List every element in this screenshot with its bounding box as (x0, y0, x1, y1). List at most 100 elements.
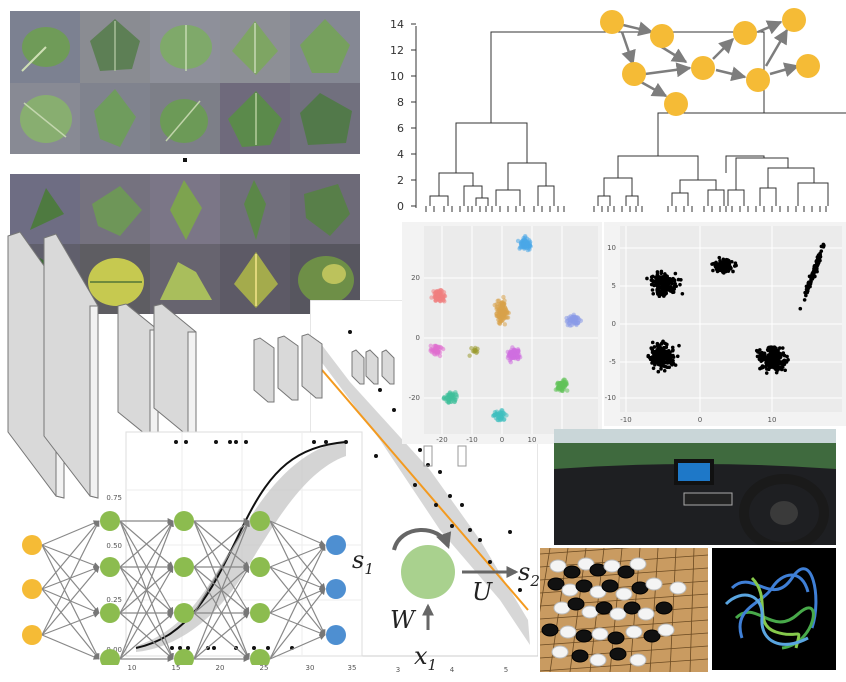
scatter-point (719, 265, 724, 269)
tsne-point (555, 381, 561, 386)
graph-node (622, 62, 646, 86)
white-stone (657, 623, 675, 637)
tsne-point (505, 355, 511, 361)
scatter-point (654, 276, 659, 280)
leaf-image (290, 11, 360, 83)
tsne-point (434, 296, 439, 301)
scatter-point (673, 363, 678, 367)
scatter-point (805, 289, 810, 293)
tsne-point (524, 243, 529, 248)
scatter-point (679, 277, 683, 282)
white-stone (637, 607, 655, 621)
scatter-point (733, 261, 738, 265)
kmeans-scatter-plot: 10 5 0 -5 -10 -10 0 10 (604, 222, 846, 426)
scatter-point (671, 287, 675, 291)
network-edge (119, 520, 174, 660)
scatter-point (812, 269, 816, 273)
x-tick-label: 25 (260, 664, 269, 672)
scatter-point (675, 354, 680, 359)
scatter-point (819, 244, 824, 249)
rnn-hidden-node (401, 545, 455, 599)
white-stone (577, 557, 595, 571)
y-tick-label: -10 (605, 394, 616, 402)
scatter-point (670, 290, 675, 295)
y-tick-label: 14 (390, 18, 404, 31)
dendrogram-branches (429, 31, 846, 206)
y-tick-label: 10 (607, 244, 616, 252)
scatter-point (651, 274, 655, 279)
output-node (326, 579, 346, 599)
scatter-point (669, 357, 673, 361)
y-tick-label: 4 (397, 148, 404, 161)
neural-network-diagram (22, 511, 346, 665)
go-grid-line (540, 658, 708, 672)
scatter-point (731, 269, 735, 274)
tsne-point (565, 388, 570, 393)
scatter-point (660, 285, 665, 290)
black-stone (567, 597, 585, 611)
regression-line (321, 369, 529, 611)
scatter-point (810, 276, 815, 281)
tsne-point (499, 309, 505, 314)
scatter-point (780, 346, 785, 350)
graph-edges (620, 20, 800, 98)
tsne-point (499, 408, 504, 413)
scatter-point (651, 292, 656, 296)
scatter-point (802, 298, 807, 302)
network-edge (41, 566, 100, 636)
scatter-point (781, 351, 786, 355)
go-stones (541, 557, 687, 667)
tsne-point (560, 388, 565, 394)
tsne-point (573, 316, 578, 321)
scatter-point (765, 367, 769, 371)
scatter-point (662, 345, 666, 350)
tsne-points (428, 234, 584, 423)
network-edge (41, 544, 100, 660)
y-tick-label: 5 (612, 282, 616, 290)
y-tick-label: 0 (416, 334, 420, 342)
graph-nodes (600, 8, 820, 116)
scatter-point (665, 281, 670, 286)
scatter-point (658, 362, 662, 367)
black-stone (575, 629, 593, 643)
scatter-point (655, 356, 659, 361)
graph-node (782, 8, 806, 32)
plot-marker-box (423, 445, 433, 467)
scatter-point (655, 272, 660, 277)
network-edge (193, 520, 250, 568)
dendrogram-chart: 0 2 4 6 8 10 12 14 (390, 18, 846, 213)
scatter-point (777, 356, 781, 360)
y-tick-label: 0 (612, 320, 616, 328)
scatter-point (656, 369, 661, 374)
scatter-point (650, 361, 654, 365)
x-tick-label: 5 (504, 666, 508, 674)
scatter-point (657, 347, 661, 352)
white-stone (609, 607, 627, 621)
tsne-point (527, 239, 533, 245)
output-node (326, 535, 346, 555)
x-tick-label: 10 (128, 664, 137, 672)
confidence-band (318, 340, 530, 645)
network-edge (119, 566, 174, 660)
scatter-point (669, 362, 674, 366)
white-stone (629, 557, 647, 571)
white-stone (669, 581, 687, 595)
scatter-point (662, 368, 667, 373)
scatter-point (659, 269, 664, 274)
recurrent-arrow (392, 528, 452, 551)
graph-node (664, 92, 688, 116)
scatter-point (665, 342, 669, 347)
scatter-point (645, 276, 649, 281)
x-tick-label: 30 (306, 664, 315, 672)
scatter-point (663, 364, 668, 369)
leaf-image (80, 174, 150, 244)
x-tick-label: 15 (172, 664, 181, 672)
scatter-point (774, 346, 778, 351)
scatter-point (672, 278, 677, 283)
car-interior-photo (554, 429, 836, 545)
directed-graph-diagram (600, 8, 820, 116)
hidden-layer-2 (174, 511, 194, 665)
network-edge (119, 612, 174, 660)
white-stone (559, 625, 577, 639)
x-tick-label: -20 (436, 436, 447, 444)
